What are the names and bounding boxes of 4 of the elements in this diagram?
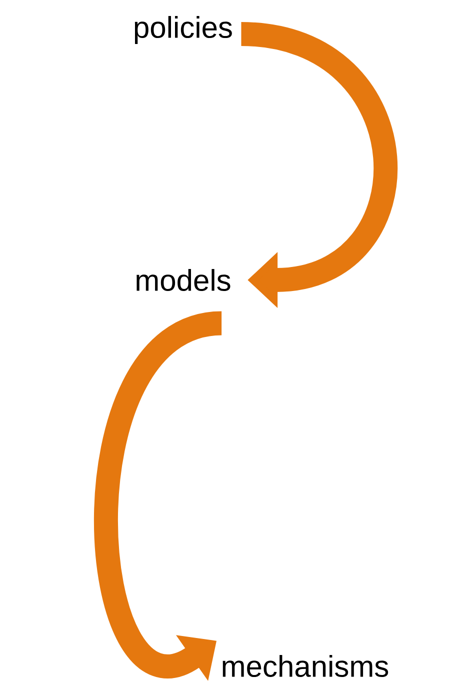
label-text: policies <box>134 16 232 44</box>
label-text: mechanisms <box>222 655 388 678</box>
label-text: models <box>136 268 230 292</box>
curved-arrow <box>240 22 398 308</box>
